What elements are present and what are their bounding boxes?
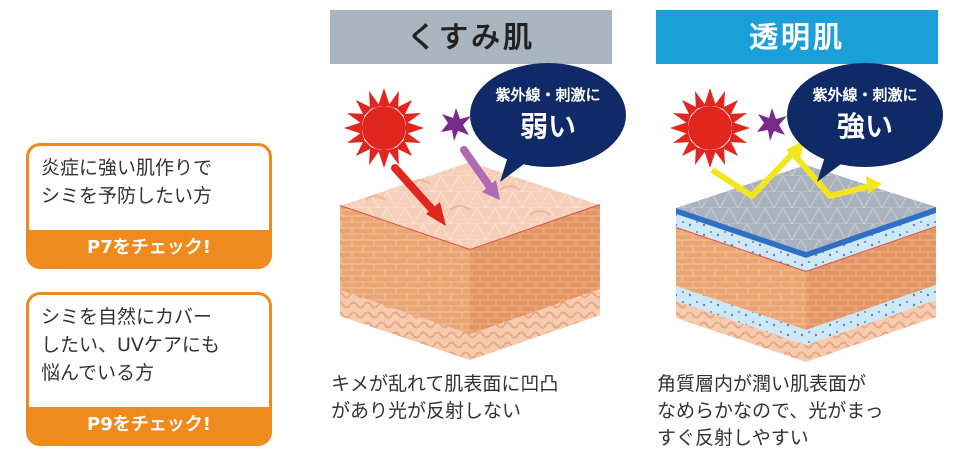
recommend-card-text: 炎症に強い肌作りで シミを予防したい方 [29,146,269,216]
card-line: 炎症に強い肌作りで [41,157,213,179]
caption-line: すぐ反射しやすい [657,427,809,449]
arrow-icon-purple [460,146,500,200]
bubble-label-top: 紫外線・刺激に [812,86,917,104]
caption-line: なめらかなので、光がまっ [657,400,884,422]
arrow-icon-yellow-2 [787,148,882,199]
arrow-icon-yellow-1 [710,140,804,199]
sun-icon-right [670,88,750,168]
card-line: 悩んでいる方 [41,362,155,384]
arrow-icon-red [391,164,446,226]
speech-bubble-right: 紫外線・刺激に 強い [787,63,943,182]
speech-bubble-left: 紫外線・刺激に 弱い [470,63,626,182]
skin-block-dull [339,162,601,360]
bubble-label-main: 弱い [520,110,576,143]
check-p7-button[interactable]: P7をチェック! [29,230,269,266]
caption-line: があり光が反射しない [331,400,522,422]
recommend-card-text: シミを自然にカバー したい、UVケアにも 悩んでいる方 [29,295,269,393]
clear-skin-header: 透明肌 [656,10,938,64]
bubble-label-main: 強い [837,110,893,143]
recommend-card-p7[interactable]: 炎症に強い肌作りで シミを予防したい方 P7をチェック! [26,143,272,269]
sun-icon-left [344,88,424,168]
uv-star-icon-left [441,108,471,141]
caption-line: キメが乱れて肌表面に凹凸 [331,373,559,395]
clear-skin-caption: 角質層内が潤い肌表面が なめらかなので、光がまっ すぐ反射しやすい [657,371,883,452]
uv-star-icon-right [757,108,787,141]
card-line: シミを予防したい方 [41,185,213,207]
bubble-label-top: 紫外線・刺激に [495,86,600,104]
card-line: シミを自然にカバー [41,306,213,328]
recommend-card-p9[interactable]: シミを自然にカバー したい、UVケアにも 悩んでいる方 P9をチェック! [26,292,272,446]
dull-skin-caption: キメが乱れて肌表面に凹凸 があり光が反射しない [331,371,558,425]
skin-block-clear [675,165,937,362]
caption-line: 角質層内が潤い肌表面が [657,373,867,395]
card-line: したい、UVケアにも [41,334,220,356]
dull-skin-header: くすみ肌 [330,10,612,64]
check-p9-button[interactable]: P9をチェック! [29,407,269,443]
